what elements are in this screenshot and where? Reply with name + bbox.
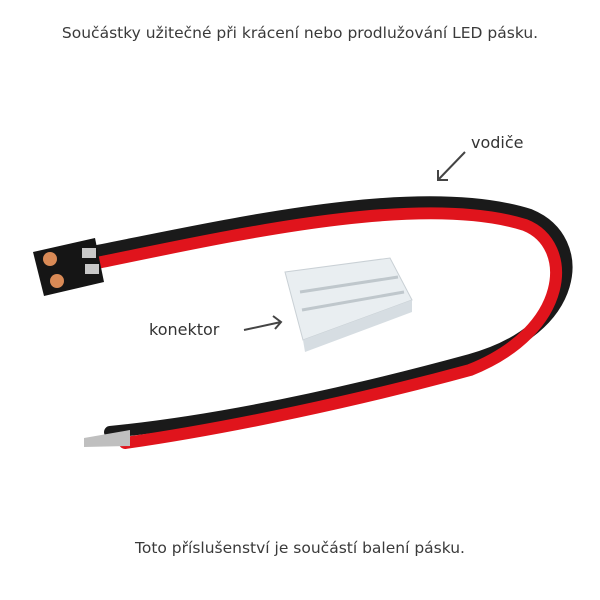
black-wire [86, 196, 573, 438]
pcb-connector [33, 238, 104, 296]
wire-tip [84, 430, 130, 447]
bottom-caption: Toto příslušenství je součástí balení pá… [135, 539, 465, 557]
arrow-icon [437, 151, 466, 181]
arrow-icon [243, 315, 283, 331]
top-caption: Součástky užitečné při krácení nebo prod… [61, 24, 539, 42]
wires-label: vodiče [471, 133, 524, 152]
red-wire [86, 207, 562, 449]
connector-label: konektor [149, 320, 220, 339]
clear-connector [284, 257, 413, 352]
